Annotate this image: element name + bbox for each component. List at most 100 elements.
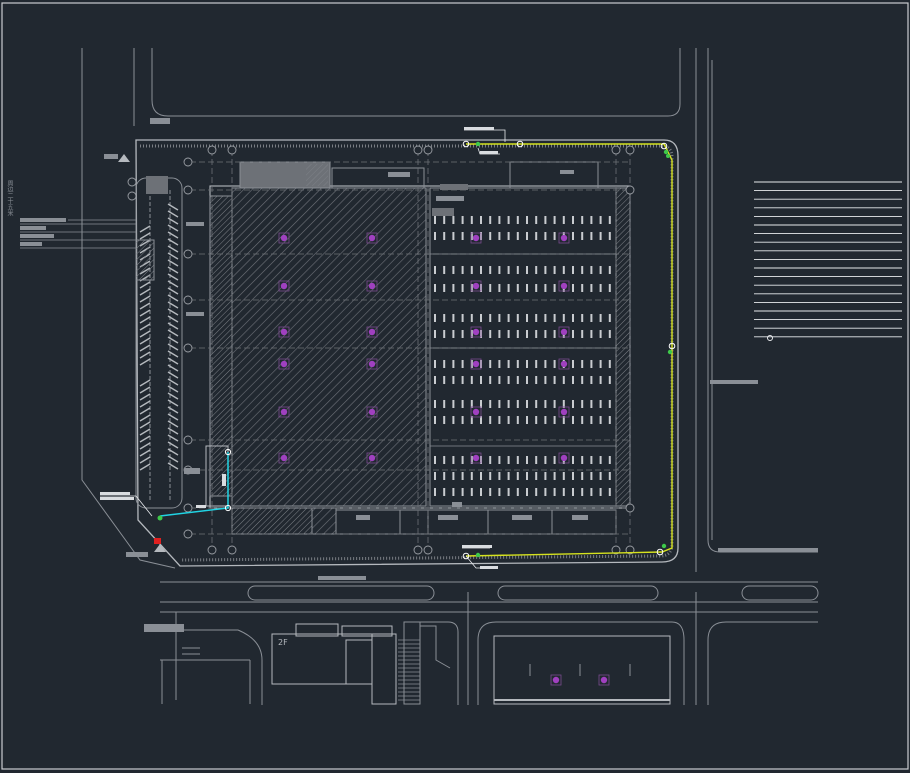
- stall: [516, 456, 519, 464]
- stall: [516, 266, 519, 274]
- stall: [526, 472, 528, 480]
- fixture-marker: [472, 282, 480, 290]
- grid-bubble: [625, 185, 635, 195]
- stall: [167, 392, 179, 400]
- stall: [572, 266, 574, 274]
- stall: [562, 376, 565, 384]
- stall: [498, 376, 501, 384]
- grid-bubble: [183, 249, 193, 259]
- stall: [581, 330, 584, 338]
- grid-bubble: [625, 503, 635, 513]
- stall: [562, 416, 565, 424]
- stall: [167, 259, 179, 267]
- stall: [489, 232, 492, 240]
- stall: [581, 488, 584, 496]
- stall: [516, 232, 519, 240]
- stall: [434, 376, 436, 384]
- stall: [562, 472, 565, 480]
- fixture-marker: [560, 408, 568, 416]
- stall: [498, 216, 501, 224]
- stall: [452, 330, 455, 338]
- stall: [572, 376, 574, 384]
- grid-bubble: [183, 503, 193, 513]
- grid-bubble: [207, 545, 217, 555]
- fixture-marker: [368, 360, 376, 368]
- stall: [470, 400, 473, 408]
- stall: [443, 216, 446, 224]
- stall: [572, 216, 574, 224]
- stall: [608, 472, 611, 480]
- stall: [139, 281, 151, 289]
- stall: [581, 472, 584, 480]
- stall: [590, 284, 593, 292]
- stall: [452, 416, 455, 424]
- stall: [498, 488, 501, 496]
- fixture-marker: [280, 360, 288, 368]
- yellow-route: [462, 140, 676, 560]
- grid-lines: [190, 150, 631, 548]
- stall: [599, 216, 602, 224]
- stall: [544, 456, 547, 464]
- stall: [167, 378, 179, 386]
- stall: [498, 360, 501, 368]
- stall: [608, 416, 611, 424]
- stall: [167, 322, 179, 330]
- stall: [516, 400, 519, 408]
- stall: [599, 330, 602, 338]
- green-route-markers: [475, 141, 673, 558]
- parking-stall-grid: [434, 216, 611, 496]
- fixture-marker: [280, 234, 288, 242]
- fixture-marker: [600, 676, 608, 684]
- stall: [572, 472, 574, 480]
- stall: [452, 266, 455, 274]
- annotation-blocks: [20, 118, 818, 632]
- stall: [452, 376, 455, 384]
- stall: [139, 435, 151, 443]
- stall: [443, 376, 446, 384]
- stall: [553, 376, 556, 384]
- stall: [535, 488, 538, 496]
- legend-table: [754, 181, 902, 338]
- stall: [507, 314, 510, 322]
- stall: [167, 413, 179, 421]
- stall: [443, 284, 446, 292]
- stall: [498, 456, 501, 464]
- stall: [553, 266, 556, 274]
- stall: [498, 314, 501, 322]
- stall: [507, 330, 510, 338]
- stall: [599, 400, 602, 408]
- stall: [434, 360, 436, 368]
- stall: [507, 232, 510, 240]
- stall: [590, 330, 593, 338]
- stall: [489, 472, 492, 480]
- stall: [572, 360, 574, 368]
- stall: [480, 400, 482, 408]
- stall: [452, 232, 455, 240]
- stall: [599, 472, 602, 480]
- fixture-marker: [470, 280, 482, 292]
- stall: [470, 330, 473, 338]
- stall: [498, 284, 501, 292]
- side-char: 周: [6, 180, 13, 186]
- stall: [443, 416, 446, 424]
- stall: [139, 351, 151, 359]
- stall: [480, 266, 482, 274]
- stall: [139, 323, 151, 331]
- stall: [167, 371, 179, 379]
- fixture-marker: [560, 328, 568, 336]
- stall: [167, 462, 179, 470]
- stall: [581, 360, 584, 368]
- stall: [526, 416, 528, 424]
- fixture-marker: [278, 232, 290, 244]
- stall: [139, 463, 151, 471]
- fixture-marker: [366, 406, 378, 418]
- stall: [553, 456, 556, 464]
- stall: [590, 472, 593, 480]
- fixture-marker: [366, 358, 378, 370]
- stall: [434, 488, 436, 496]
- stall: [461, 216, 464, 224]
- stall: [452, 488, 455, 496]
- stall: [167, 280, 179, 288]
- stall: [498, 266, 501, 274]
